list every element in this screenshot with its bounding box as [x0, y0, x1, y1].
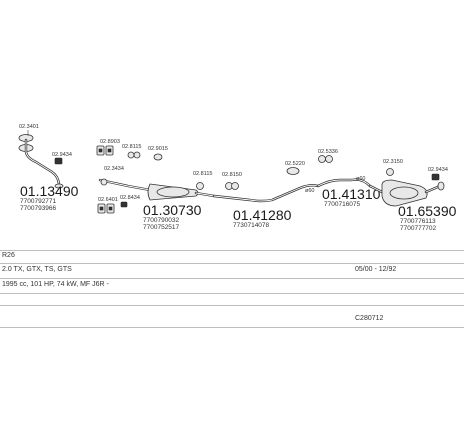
hanger-02-3150[interactable] [386, 168, 394, 176]
oem-7700793966: 7700793966 [20, 205, 57, 212]
part-ref-02-8903: 02.8903 [100, 139, 120, 145]
oem-7700716075: 7700716075 [324, 201, 361, 208]
clamp-02-3434[interactable] [100, 178, 108, 186]
part-ref-02-5220: 02.5220 [285, 161, 305, 167]
part-number-01-13490: 01.13490 [20, 183, 79, 199]
part-ref-02-3150: 02.3150 [383, 159, 403, 165]
part-ref-02-9434-b: 02.9434 [428, 167, 448, 173]
divider [0, 293, 464, 294]
engine-label: 2.0 TX, GTX, TS, GTS [2, 266, 72, 273]
part-number-01-30730: 01.30730 [143, 202, 202, 218]
clamp-02-9434-b[interactable] [431, 173, 440, 181]
divider [0, 250, 464, 251]
oem-7700777702: 7700777702 [400, 225, 437, 232]
front-silencer[interactable] [98, 178, 216, 201]
hanger-02-8115-b[interactable] [196, 182, 204, 190]
hanger-02-5336[interactable] [318, 155, 333, 163]
date-range: 05/00 - 12/92 [355, 266, 397, 273]
part-ref-02-8115-a: 02.8115 [122, 144, 141, 150]
divider [0, 263, 464, 264]
oem-7700792771: 7700792771 [20, 198, 57, 205]
gasket-02-9015[interactable] [153, 153, 163, 161]
part-number-01-65390: 01.65390 [398, 203, 457, 219]
oem-7700752517: 7700752517 [143, 224, 180, 231]
oem-7730714078: 7730714078 [233, 222, 270, 229]
diameter-label-2: ø60 [356, 176, 365, 182]
divider [0, 305, 464, 306]
hanger-02-8150[interactable] [225, 182, 239, 190]
hanger-02-8115-a[interactable] [127, 151, 141, 159]
diameter-label-1: ø60 [305, 188, 314, 194]
catalog-code: C280712 [355, 315, 384, 322]
part-ref-02-8434: 02.8434 [120, 195, 140, 201]
part-ref-02-3434: 02.3434 [104, 166, 124, 172]
oem-7700776113: 7700776113 [400, 218, 436, 225]
part-ref-02-5336: 02.5336 [318, 149, 338, 155]
part-ref-02-8150: 02.8150 [222, 172, 242, 178]
mounting-kit-02-8903[interactable] [96, 145, 114, 156]
part-ref-02-8115-b: 02.8115 [193, 171, 212, 177]
part-ref-02-3401: 02.3401 [19, 124, 39, 130]
gasket-02-5220[interactable] [286, 167, 300, 175]
front-pipe[interactable] [18, 134, 64, 189]
mounting-kit-02-6401[interactable] [97, 203, 115, 214]
part-number-01-41310: 01.41310 [322, 186, 381, 202]
model-label: R26 [2, 252, 15, 259]
divider [0, 327, 464, 328]
clamp-02-8434[interactable] [120, 201, 128, 208]
engine-specs: 1995 cc, 101 HP, 74 kW, MF J6R - [2, 281, 109, 288]
divider [0, 278, 464, 279]
rear-silencer[interactable] [368, 179, 445, 207]
exhaust-system-diagram: 02.3401 02.9434 01.13490 7700792771 7700… [18, 124, 457, 232]
part-ref-02-9434-a: 02.9434 [52, 152, 72, 158]
part-number-01-41280: 01.41280 [233, 207, 292, 223]
clamp-02-9434-a[interactable] [54, 157, 63, 165]
part-ref-02-6401: 02.6401 [98, 197, 118, 203]
intermediate-pipe[interactable] [212, 184, 320, 203]
oem-7700790032: 7700790032 [143, 217, 180, 224]
rear-pipe[interactable] [316, 178, 372, 188]
part-ref-02-9015: 02.9015 [148, 146, 168, 152]
